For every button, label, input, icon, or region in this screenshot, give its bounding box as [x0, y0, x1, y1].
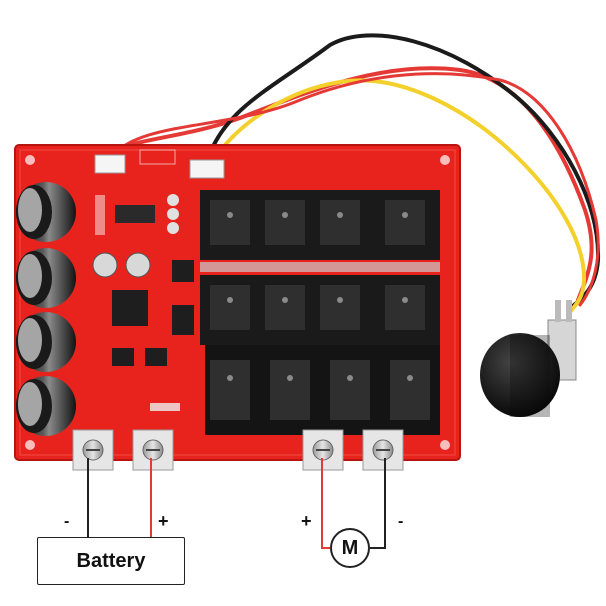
wiring-lines	[87, 458, 386, 549]
mosfet-heatsinks	[200, 190, 440, 435]
motor-symbol: M	[330, 528, 370, 568]
potentiometer-wires	[102, 33, 601, 314]
capacitors	[16, 182, 76, 436]
motor-minus-label: -	[398, 513, 404, 530]
battery-box: Battery	[37, 537, 185, 585]
wire-connector	[94, 149, 225, 179]
battery-label: Battery	[76, 549, 146, 572]
small-components	[92, 194, 194, 411]
motor-plus-label: +	[301, 511, 312, 531]
potentiometer-knob	[480, 300, 577, 417]
battery-minus-label: -	[64, 513, 70, 530]
motor-label: M	[341, 536, 359, 559]
screw-terminals	[72, 429, 404, 471]
battery-plus-label: +	[158, 511, 169, 531]
